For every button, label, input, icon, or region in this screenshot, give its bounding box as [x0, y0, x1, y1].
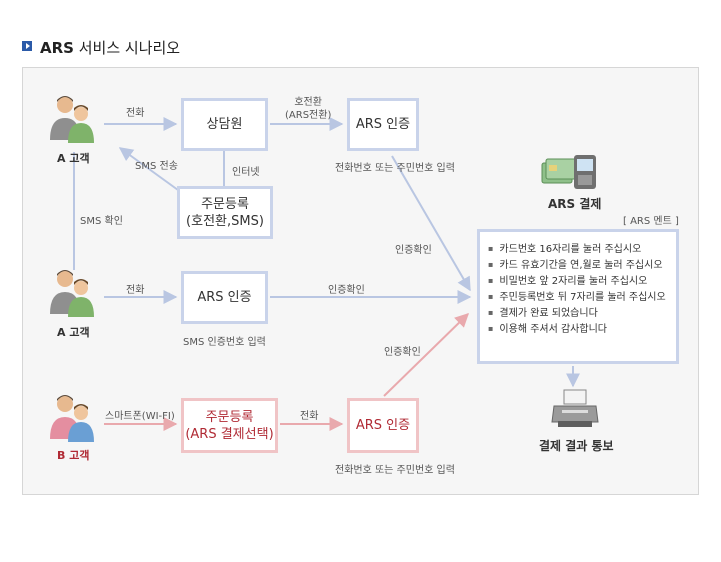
call-label: 전화	[126, 285, 145, 296]
ment-item: 이용해 주셔서 감사합니다	[488, 322, 676, 338]
input-hint-label: 전화번호 또는 주민번호 입력	[335, 163, 455, 174]
customer-b-label: B 고객	[57, 449, 90, 462]
result-label: 결제 결과 통보	[539, 439, 614, 453]
title-bullet-icon	[22, 41, 32, 51]
sms-auth-input-label: SMS 인증번호 입력	[183, 337, 266, 348]
sms-send-label: SMS 전송	[135, 161, 178, 172]
arrow-ars1-to-ments	[391, 155, 471, 292]
auth-confirm-label: 인증확인	[395, 245, 432, 256]
customer-b-icon	[50, 395, 94, 442]
input-hint-label: 전화번호 또는 주민번호 입력	[335, 465, 455, 476]
counselor-box: 상담원	[181, 98, 268, 151]
ars-auth-box: ARS 인증	[347, 398, 419, 453]
internet-label: 인터넷	[232, 167, 260, 178]
order-register-box: 주문등록(호전환,SMS)	[177, 186, 273, 239]
ars-payment-label: ARS 결제	[548, 197, 602, 211]
order-register-box: 주문등록(ARS 결제선택)	[181, 398, 278, 453]
customer-a-icon	[50, 96, 94, 143]
arrow-ars3-to-ments	[383, 313, 470, 397]
ars-ment-box: 카드번호 16자리를 눌러 주십시오 카드 유효기간을 연,월로 눌러 주십시오…	[477, 229, 679, 364]
auth-confirm-label: 인증확인	[384, 347, 421, 358]
ment-item: 카드 유효기간을 연,월로 눌러 주십시오	[488, 258, 676, 274]
transfer-label: 호전환(ARS전환)	[285, 97, 332, 121]
ment-item: 비밀번호 앞 2자리를 눌러 주십시오	[488, 274, 676, 290]
ment-item: 결제가 완료 되었습니다	[488, 306, 676, 322]
card-phone-icon	[541, 155, 596, 189]
call-label: 전화	[300, 411, 319, 422]
ars-auth-box: ARS 인증	[181, 271, 268, 324]
ment-item: 카드번호 16자리를 눌러 주십시오	[488, 242, 676, 258]
auth-confirm-label: 인증확인	[328, 285, 365, 296]
smartphone-label: 스마트폰(WI-FI)	[105, 411, 175, 422]
customer-a-label: A 고객	[57, 152, 90, 165]
customer-a-label: A 고객	[57, 326, 90, 339]
ment-item: 주민등록번호 뒤 7자리를 눌러 주십시오	[488, 290, 676, 306]
customer-a-icon	[50, 270, 94, 317]
ars-auth-box: ARS 인증	[347, 98, 419, 151]
printer-icon	[551, 389, 599, 427]
call-label: 전화	[126, 108, 145, 119]
page-title: ARS 서비스 시나리오	[40, 39, 181, 57]
arrow-order-sms-to-customer	[118, 147, 179, 191]
ment-title: [ ARS 멘트 ]	[623, 216, 679, 227]
sms-check-label: SMS 확인	[80, 216, 123, 227]
